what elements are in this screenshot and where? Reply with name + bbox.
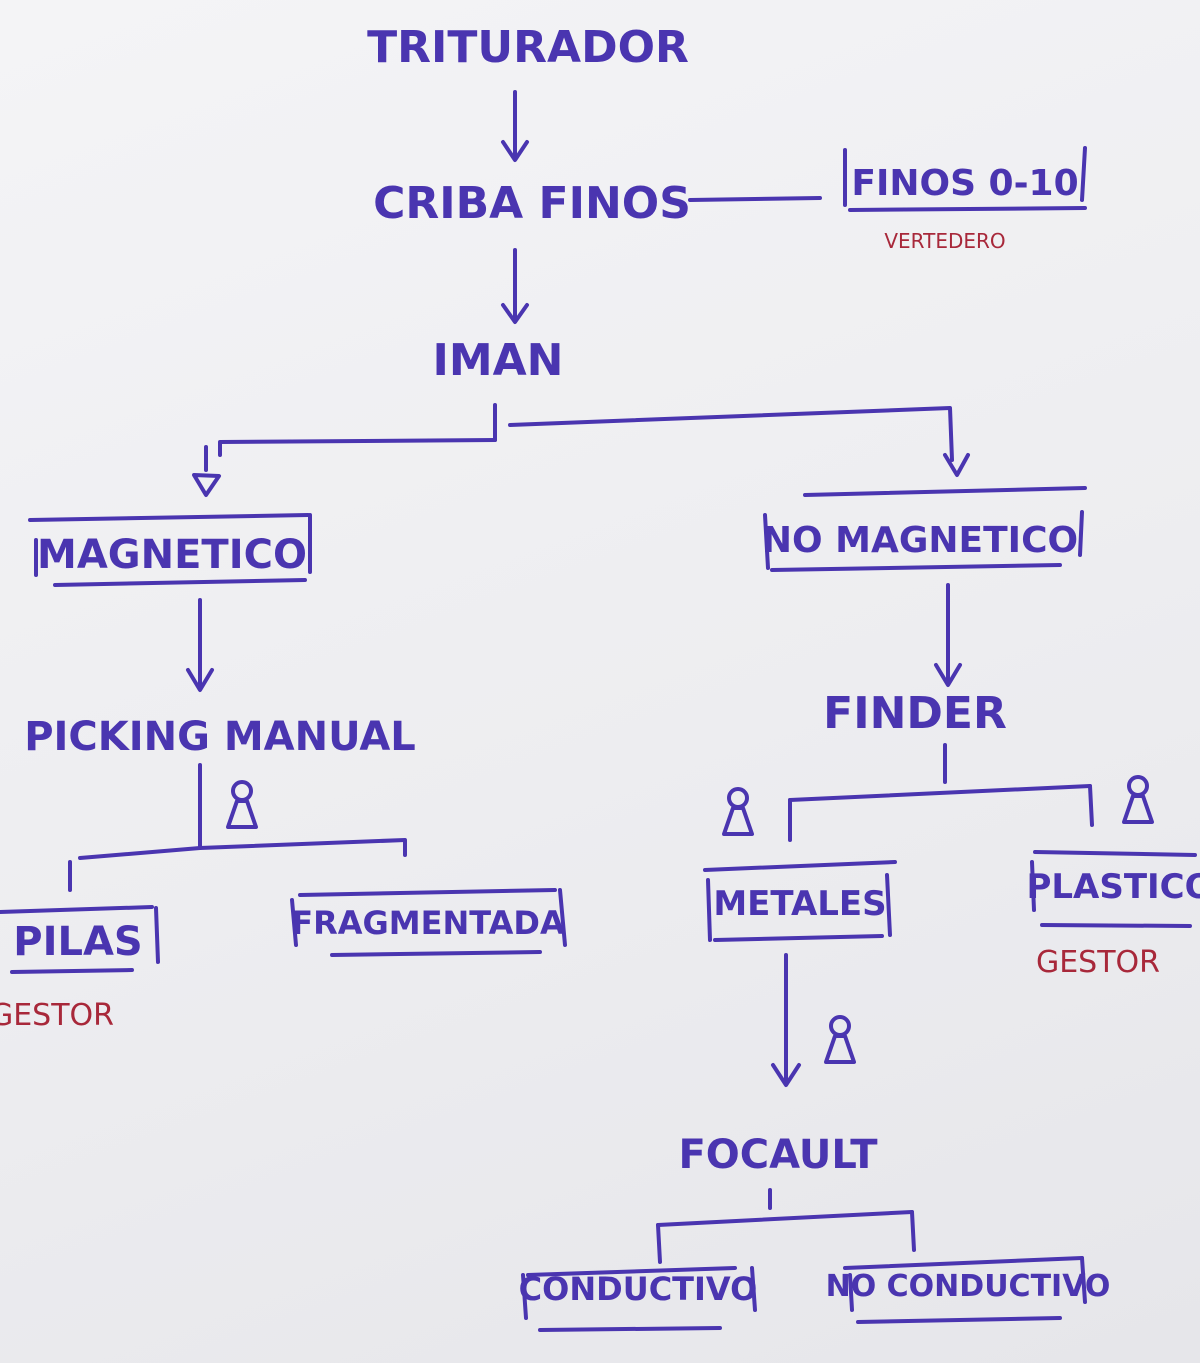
person-icon [1122,775,1154,824]
node-criba-finos: CRIBA FINOS [373,178,691,229]
split-focault [656,1188,916,1264]
arrow-magnetico-picking [186,598,214,692]
link-criba-finos [688,196,822,202]
node-picking-manual: PICKING MANUAL [24,714,416,760]
node-finos: FINOS 0-10 [851,163,1078,204]
note-gestor-pilas: GESTOR [0,998,114,1033]
node-pilas: PILAS [13,919,142,965]
box-fragmentada: FRAGMENTADA [290,888,567,957]
node-iman: IMAN [432,335,563,386]
box-metales: METALES [703,860,897,942]
box-magnetico: MAGNETICO [28,513,312,587]
node-metales: METALES [713,884,886,924]
box-finos: FINOS 0-10 [843,146,1087,212]
node-no-conductivo: NO CONDUCTIVO [826,1269,1111,1304]
split-finder [788,743,1094,842]
box-no-conductivo: NO CONDUCTIVO [826,1256,1111,1324]
box-no-magnetico: NO MAGNETICO [762,486,1087,572]
arrow-triturador-criba [501,90,529,162]
box-conductivo: CONDUCTIVO [519,1266,758,1332]
node-plastico: PLASTICO [1026,867,1200,907]
note-gestor-plastico: GESTOR [1036,945,1160,980]
node-no-magnetico: NO MAGNETICO [762,520,1078,561]
person-icon [722,787,754,836]
node-conductivo: CONDUCTIVO [519,1270,758,1308]
node-magnetico: MAGNETICO [37,532,307,578]
note-vertedero: VERTEDERO [884,229,1005,253]
person-icon [226,780,258,829]
node-fragmentada: FRAGMENTADA [291,904,565,942]
box-pilas: PILAS [0,905,160,974]
node-triturador: TRITURADOR [367,22,689,73]
split-picking [68,763,407,892]
split-iman [192,403,970,497]
arrow-criba-iman [501,248,529,324]
arrow-metales-focault [771,953,801,1087]
person-icon [824,1015,856,1064]
node-focault: FOCAULT [678,1132,878,1178]
node-finder: FINDER [823,688,1007,739]
box-plastico: PLASTICO [1026,850,1200,928]
arrow-nomagnetico-finder [934,583,962,687]
